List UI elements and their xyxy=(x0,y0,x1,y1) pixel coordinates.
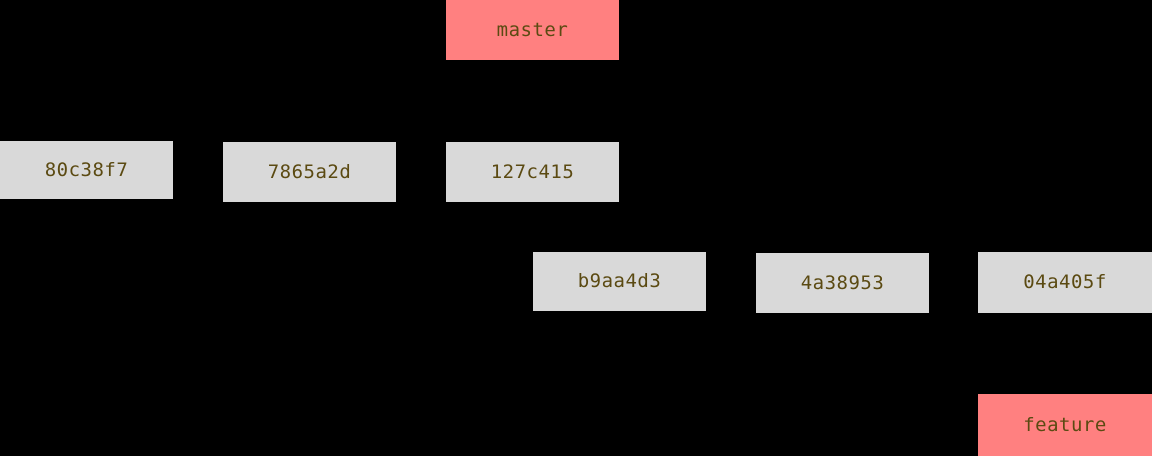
branch-label-feature-text: feature xyxy=(1023,413,1107,436)
branch-label-feature[interactable]: feature xyxy=(978,394,1152,456)
commit-node-b9aa4d3[interactable]: b9aa4d3 xyxy=(533,252,706,311)
branch-label-master-text: master xyxy=(496,18,569,41)
commit-node-127c415[interactable]: 127c415 xyxy=(446,142,619,202)
commit-hash-label: 7865a2d xyxy=(267,160,352,183)
commit-hash-label: 127c415 xyxy=(490,160,575,183)
commit-node-04a405f[interactable]: 04a405f xyxy=(978,252,1152,313)
commit-hash-label: 80c38f7 xyxy=(44,158,129,181)
branch-label-master[interactable]: master xyxy=(446,0,619,60)
commit-hash-label: b9aa4d3 xyxy=(577,270,662,292)
commit-hash-label: 04a405f xyxy=(1023,271,1107,293)
commit-hash-label: 4a38953 xyxy=(800,271,885,294)
commit-node-80c38f7[interactable]: 80c38f7 xyxy=(0,141,173,199)
commit-node-4a38953[interactable]: 4a38953 xyxy=(756,253,929,313)
commit-node-7865a2d[interactable]: 7865a2d xyxy=(223,142,396,202)
